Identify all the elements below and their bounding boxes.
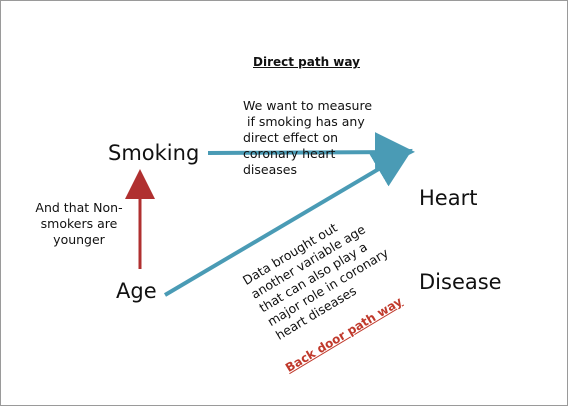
direct-path-arrow <box>207 132 415 173</box>
heart-disease-line1: Heart <box>419 186 478 210</box>
smoking-node: Smoking <box>108 141 200 165</box>
back-door-path-arrow <box>163 148 413 297</box>
heart-disease-node: Heart Disease <box>419 128 502 352</box>
direct-path-title: Direct path way <box>253 55 360 69</box>
age-smoking-note: And that Non- smokers are younger <box>35 200 123 247</box>
heart-disease-line2: Disease <box>419 270 502 294</box>
direct-path-note: We want to measure if smoking has any di… <box>243 98 373 177</box>
age-node: Age <box>116 279 157 303</box>
